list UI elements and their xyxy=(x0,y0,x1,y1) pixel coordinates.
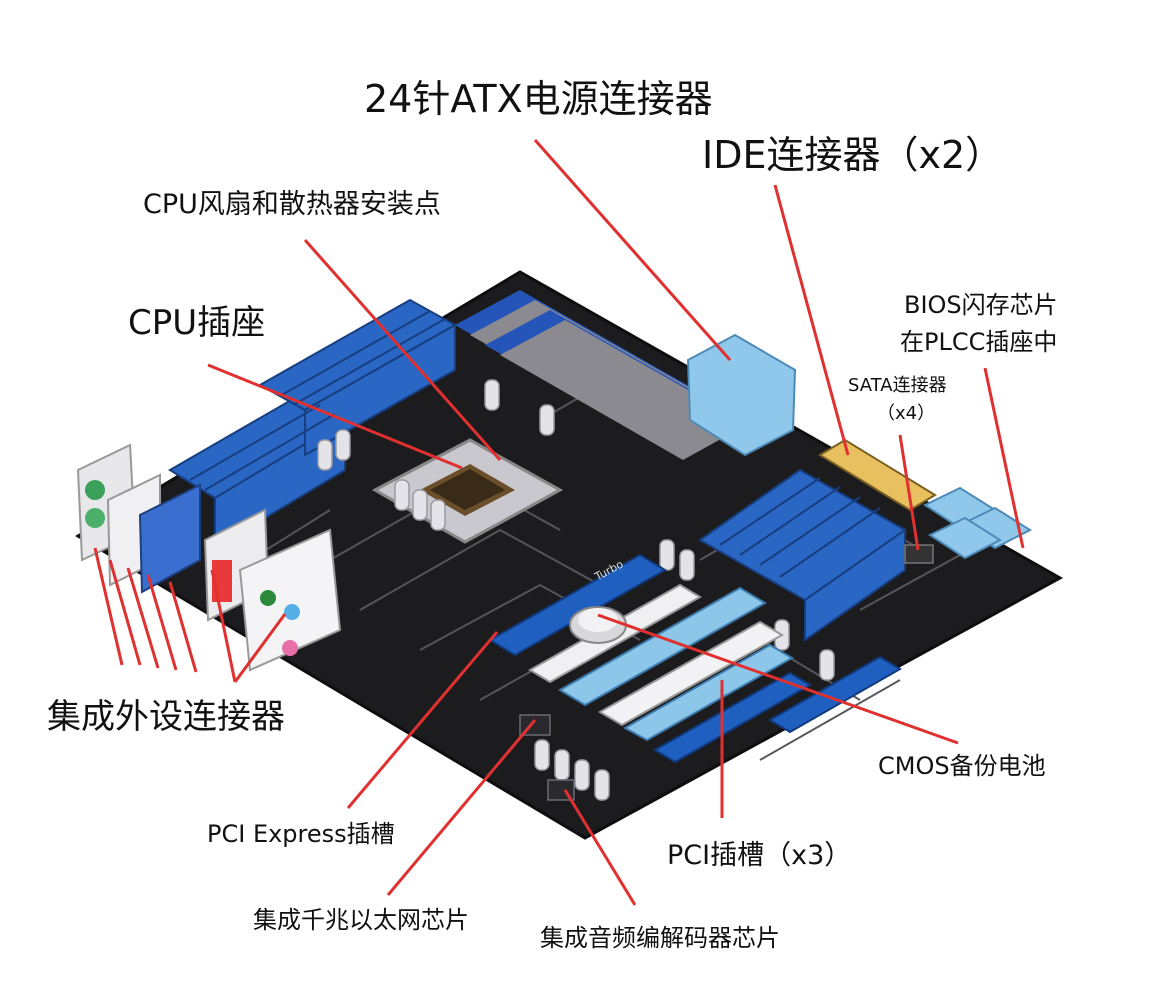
label-bios-line2: 在PLCC插座中 xyxy=(900,328,1058,356)
leader-ethernet xyxy=(386,719,537,896)
label-ide-connector: IDE连接器（x2） xyxy=(702,133,1004,177)
dimm-slots xyxy=(455,290,748,460)
label-cpu-socket: CPU插座 xyxy=(128,303,266,343)
leader-ide xyxy=(773,184,850,456)
label-cmos-battery: CMOS备份电池 xyxy=(878,752,1046,780)
leader-periph-7 xyxy=(233,613,287,683)
leader-periph-5 xyxy=(168,581,198,673)
capacitors xyxy=(317,379,835,801)
leader-audio xyxy=(563,789,637,906)
sata-connectors xyxy=(922,486,1033,560)
ide-connector-graphic xyxy=(818,438,937,512)
label-cpu-fan-mount: CPU风扇和散热器安装点 xyxy=(143,189,441,220)
expansion-slots xyxy=(488,553,902,764)
leader-cpu-socket xyxy=(207,363,463,470)
leader-periph-6 xyxy=(210,569,237,683)
atx-connector-graphic xyxy=(686,333,797,457)
label-pci-slots: PCI插槽（x3） xyxy=(667,840,852,871)
label-pci-express: PCI Express插槽 xyxy=(207,820,395,848)
leader-bios xyxy=(983,367,1025,549)
label-sata-line2: （x4） xyxy=(877,403,936,424)
leader-lines xyxy=(93,139,1025,906)
leader-sata xyxy=(898,434,920,551)
leader-periph-1 xyxy=(93,547,124,666)
label-atx-power: 24针ATX电源连接器 xyxy=(364,77,713,121)
leader-pcie xyxy=(346,631,499,809)
label-ethernet-chip: 集成千兆以太网芯片 xyxy=(253,906,469,934)
label-peripheral-connectors: 集成外设连接器 xyxy=(47,697,285,737)
label-audio-codec: 集成音频编解码器芯片 xyxy=(540,924,780,952)
leader-periph-4 xyxy=(146,574,178,671)
label-sata-line1: SATA连接器 xyxy=(848,375,947,396)
leader-cpu-fan xyxy=(303,239,502,461)
label-bios-line1: BIOS闪存芯片 xyxy=(904,291,1058,319)
rear-io-panel xyxy=(76,443,342,672)
leader-periph-2 xyxy=(108,559,142,666)
cmos-battery-graphic xyxy=(569,606,627,644)
bios-chip-graphic xyxy=(904,544,934,564)
leader-cmos xyxy=(597,613,959,745)
leader-periph-3 xyxy=(126,567,160,669)
leader-atx xyxy=(533,139,732,361)
